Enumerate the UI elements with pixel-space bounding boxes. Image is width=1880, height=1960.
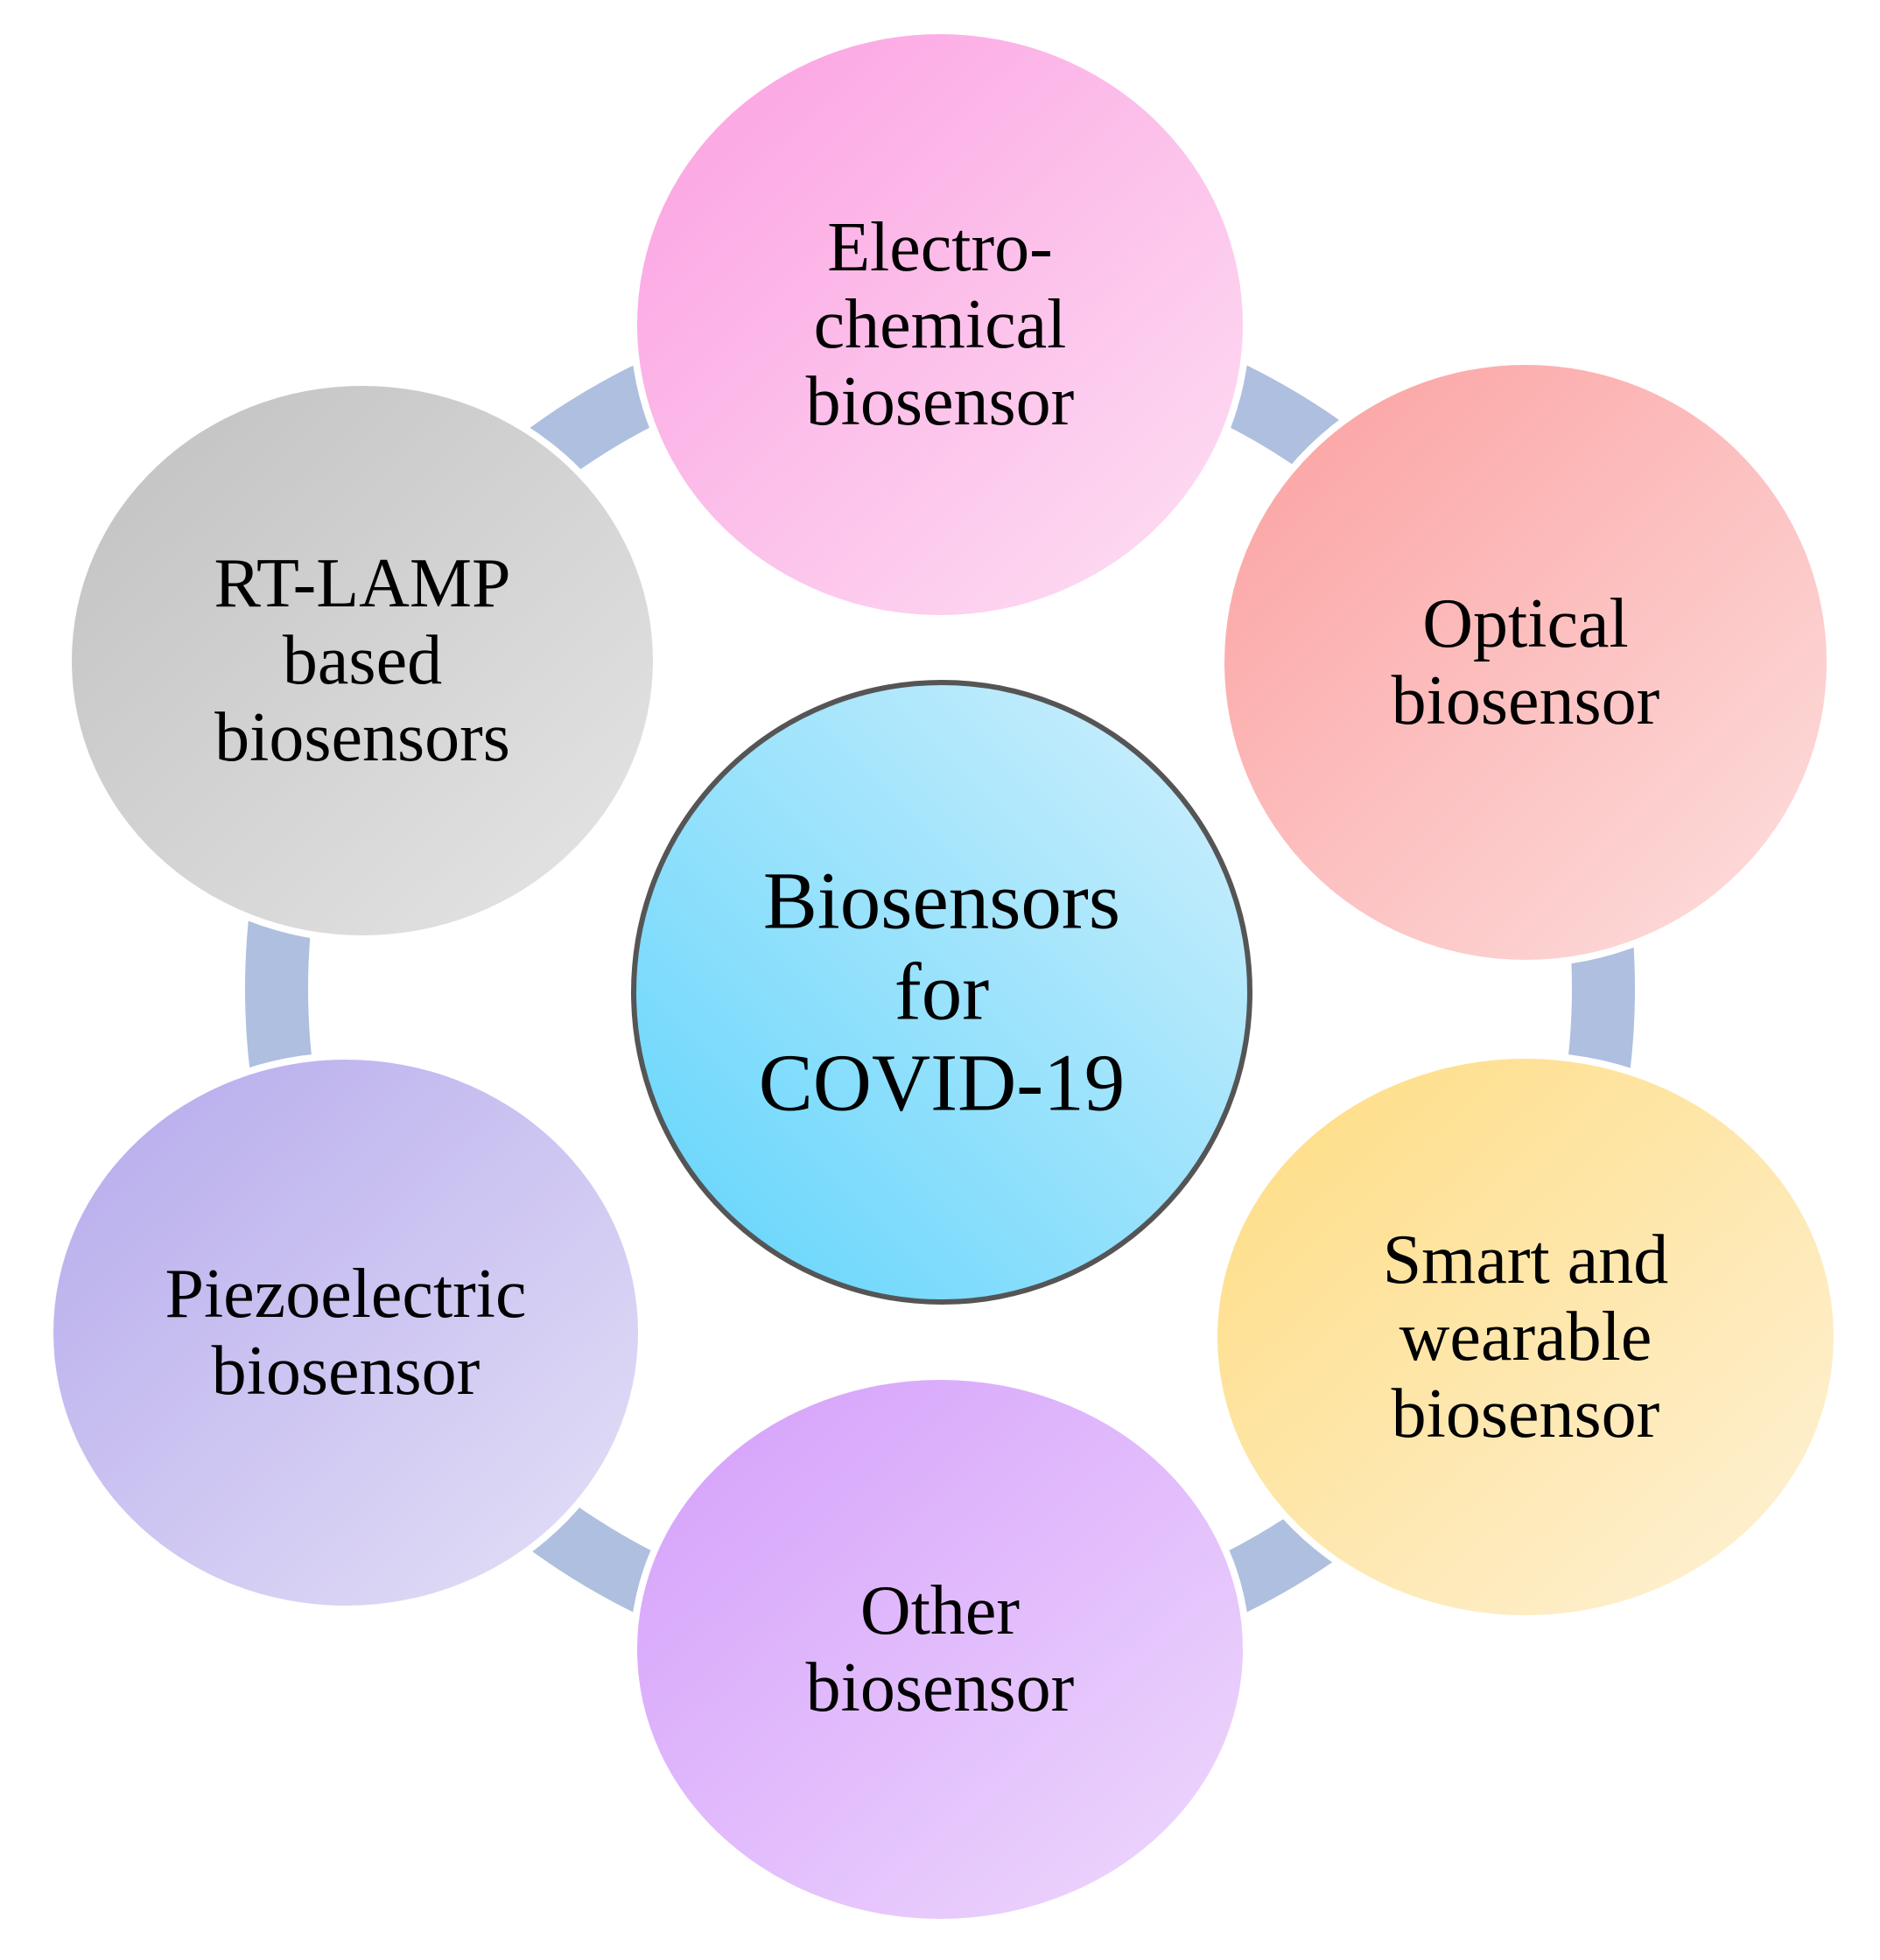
node-smart-wearable-circle: [1217, 1059, 1834, 1615]
node-electrochemical-label-line: biosensor: [806, 363, 1075, 440]
node-other-circle: [637, 1380, 1243, 1919]
node-piezoelectric-label-line: Piezoelectric: [165, 1256, 526, 1333]
center-node-label-line: Biosensors: [763, 857, 1120, 947]
center-node-label-line: COVID-19: [759, 1039, 1125, 1129]
node-optical-label-line: biosensor: [1392, 662, 1660, 739]
node-rt-lamp-label-line: biosensors: [214, 699, 510, 776]
node-rt-lamp-label-line: based: [283, 622, 442, 699]
node-electrochemical-label-line: chemical: [814, 286, 1067, 363]
node-piezoelectric-circle: [53, 1060, 638, 1606]
center-node-circle: [631, 680, 1252, 1305]
node-optical-circle: [1224, 365, 1827, 960]
node-rt-lamp-circle: [72, 386, 653, 935]
node-electrochemical-circle: [637, 34, 1243, 615]
node-other-label-line: biosensor: [806, 1649, 1075, 1726]
node-rt-lamp-label-line: RT-LAMP: [214, 545, 511, 622]
node-electrochemical-label-line: Electro-: [827, 209, 1053, 286]
node-smart-wearable-label-line: wearable: [1399, 1298, 1652, 1376]
node-smart-wearable-label-line: biosensor: [1392, 1376, 1660, 1452]
node-piezoelectric-label-line: biosensor: [212, 1333, 481, 1410]
node-optical-label-line: Optical: [1422, 585, 1628, 662]
node-other-label-line: Other: [860, 1572, 1020, 1649]
node-smart-wearable-label-line: Smart and: [1383, 1222, 1669, 1298]
center-node-label-line: for: [894, 948, 989, 1038]
